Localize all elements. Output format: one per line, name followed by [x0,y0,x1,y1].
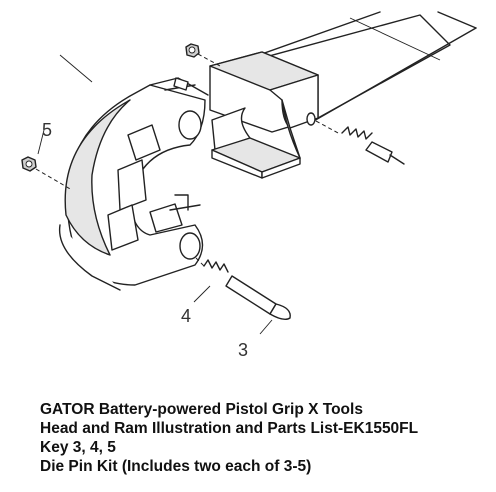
caption-title: GATOR Battery-powered Pistol Grip X Tool… [40,401,363,418]
spring-pin-right [315,120,405,165]
caption: GATOR Battery-powered Pistol Grip X Tool… [40,400,490,476]
caption-subtitle: Head and Ram Illustration and Parts List… [40,420,419,437]
caption-kit: Die Pin Kit (Includes two each of 3-5) [40,458,312,475]
callout-key-5: 5 [42,120,52,140]
callout-key-4: 4 [181,306,191,326]
die-holder-block [209,51,319,179]
parts-diagram: 5 4 3 [21,11,477,360]
caption-keys: Key 3, 4, 5 [40,439,116,456]
callout-key-3: 3 [238,340,248,360]
nut-top [185,43,221,67]
c-frame-head [58,54,209,291]
nut-left [21,129,73,191]
spring-pin-lower [193,257,291,335]
